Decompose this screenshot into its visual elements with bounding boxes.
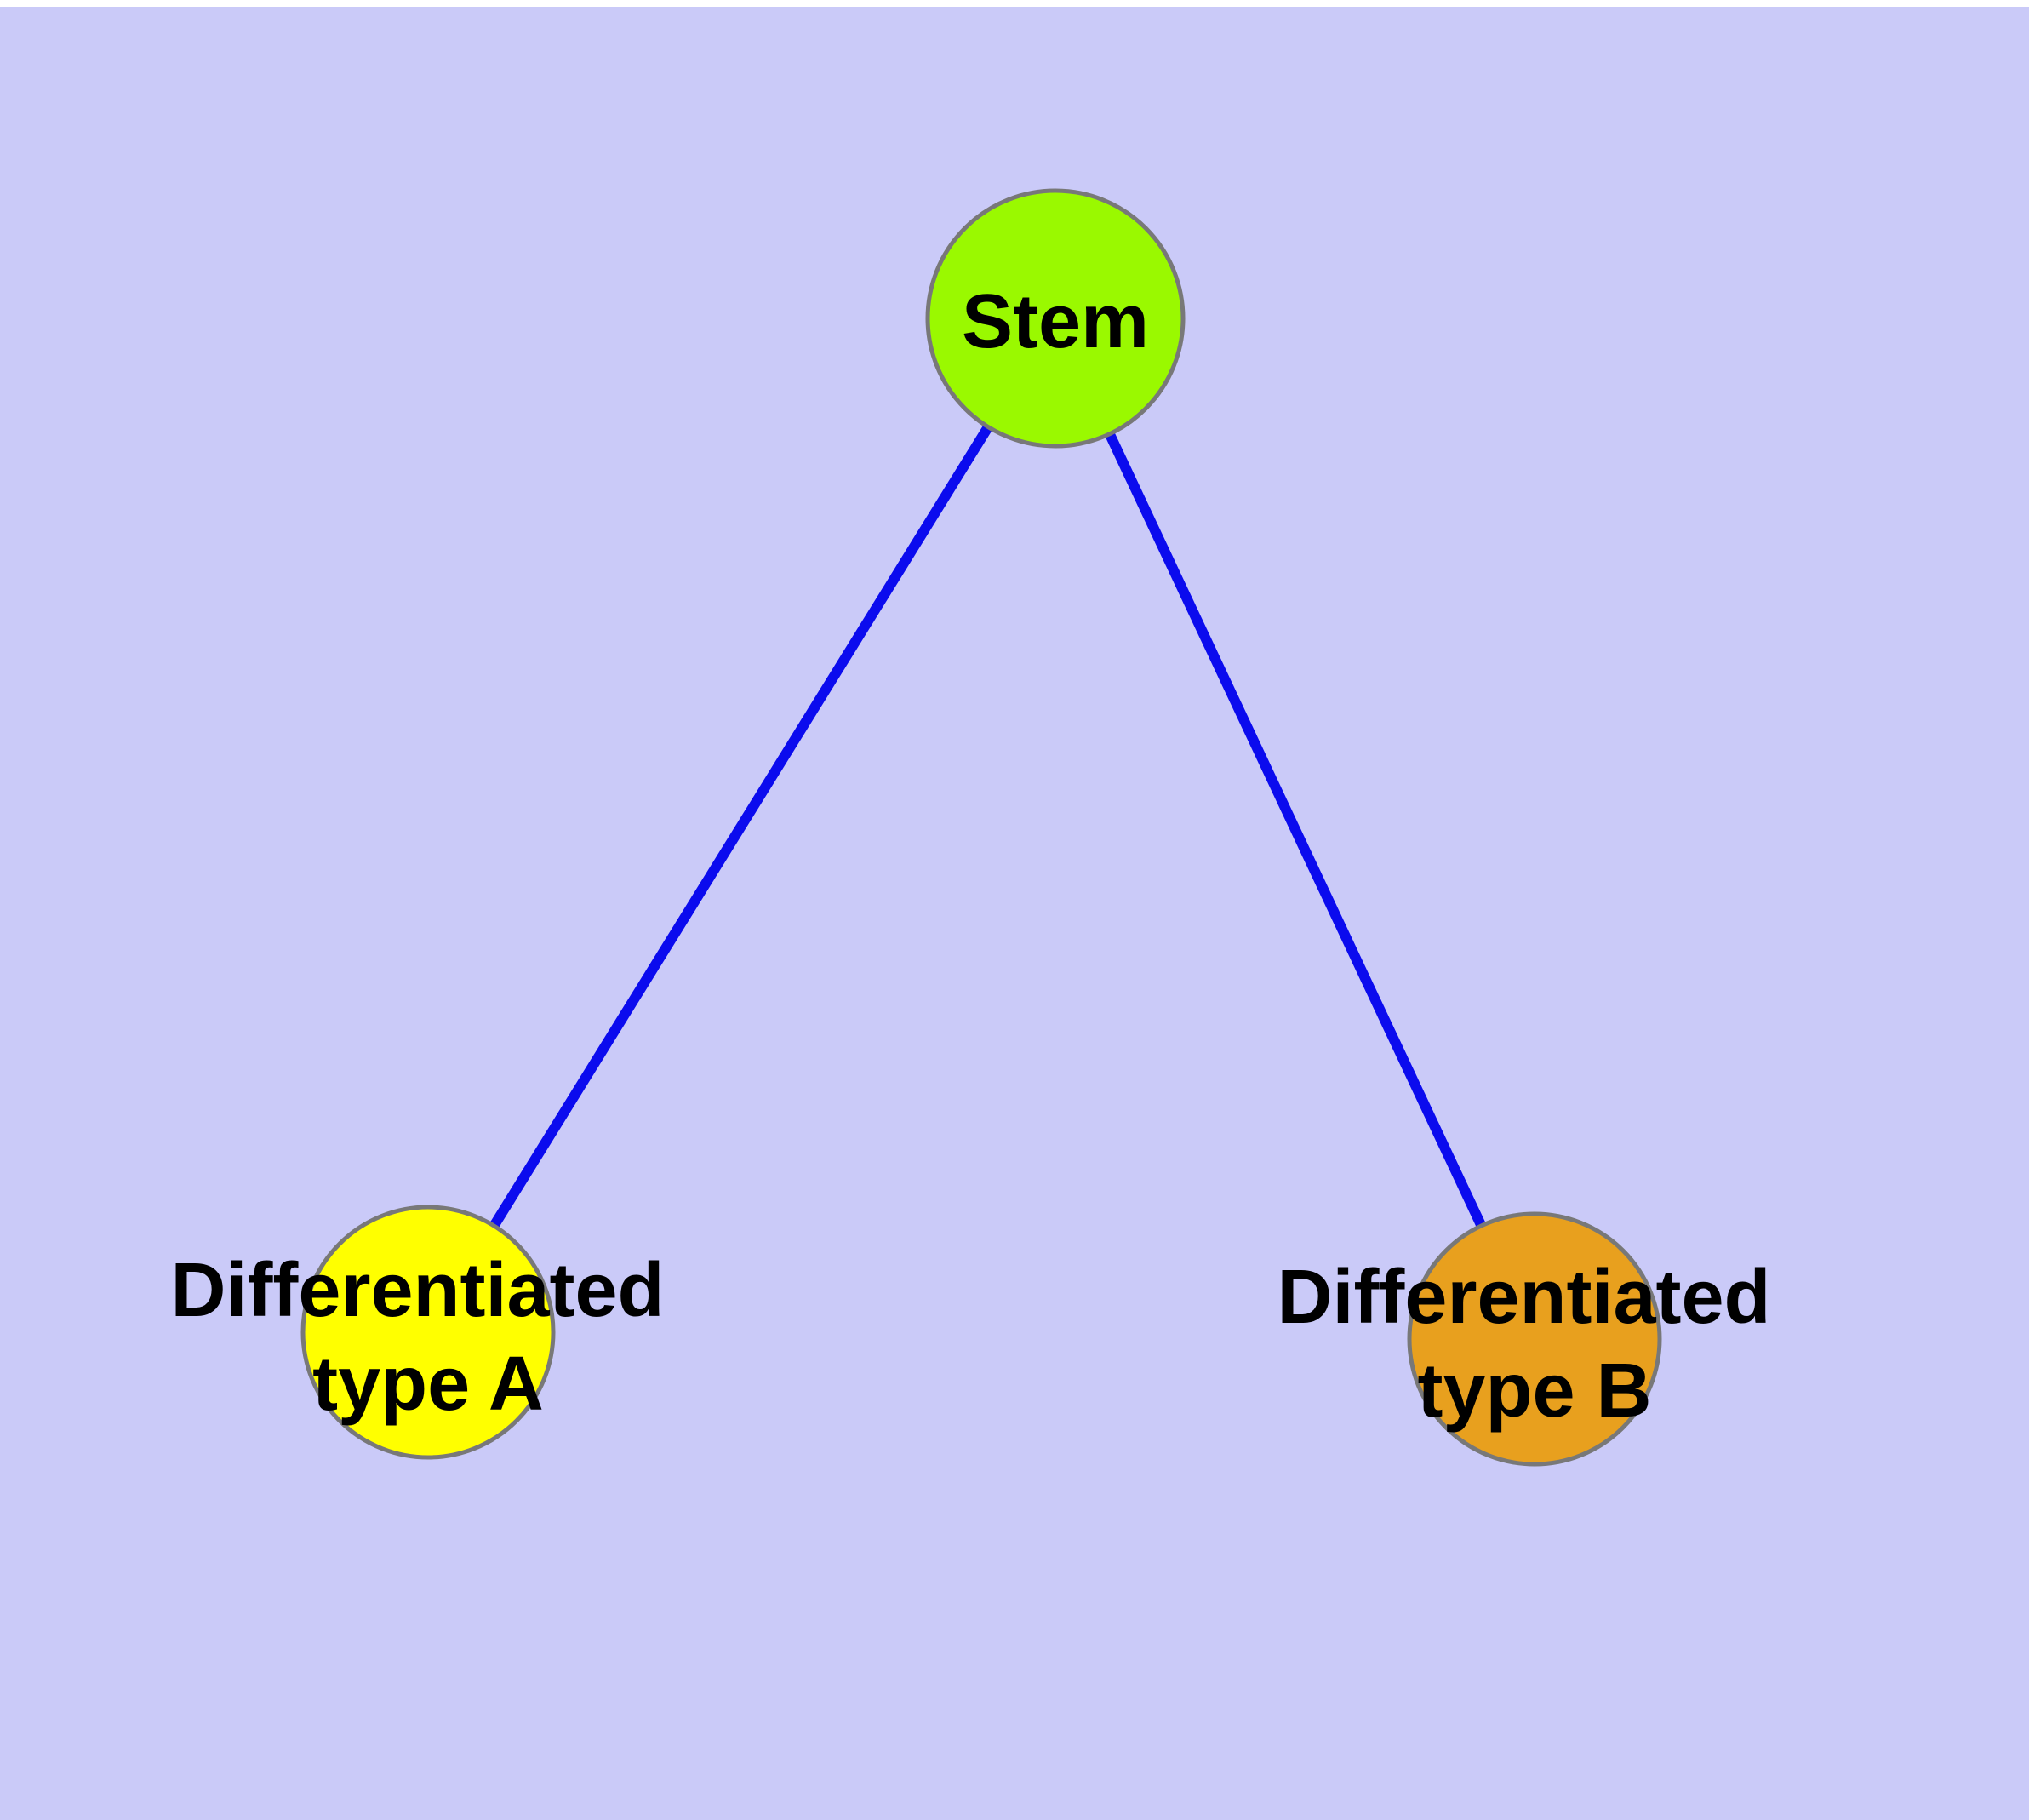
node-type-b-circle [1407,1211,1662,1467]
node-type-a-label-line1: Differentiated [170,1248,664,1333]
node-stem-label: Stem [962,279,1149,364]
edge-stem-to-type-a [423,313,1060,1337]
node-type-a-label: Differentiated type A [170,1248,685,1427]
node-type-a-circle [300,1205,556,1460]
edge-stem-to-type-b [1050,313,1540,1344]
node-stem-circle [925,188,1186,449]
node-type-a-label-line2: type A [312,1342,544,1427]
node-type-b-label: Differentiated type B [1277,1255,1792,1434]
node-type-b-label-line1: Differentiated [1277,1255,1770,1340]
node-type-b-label-line2: type B [1417,1348,1651,1434]
